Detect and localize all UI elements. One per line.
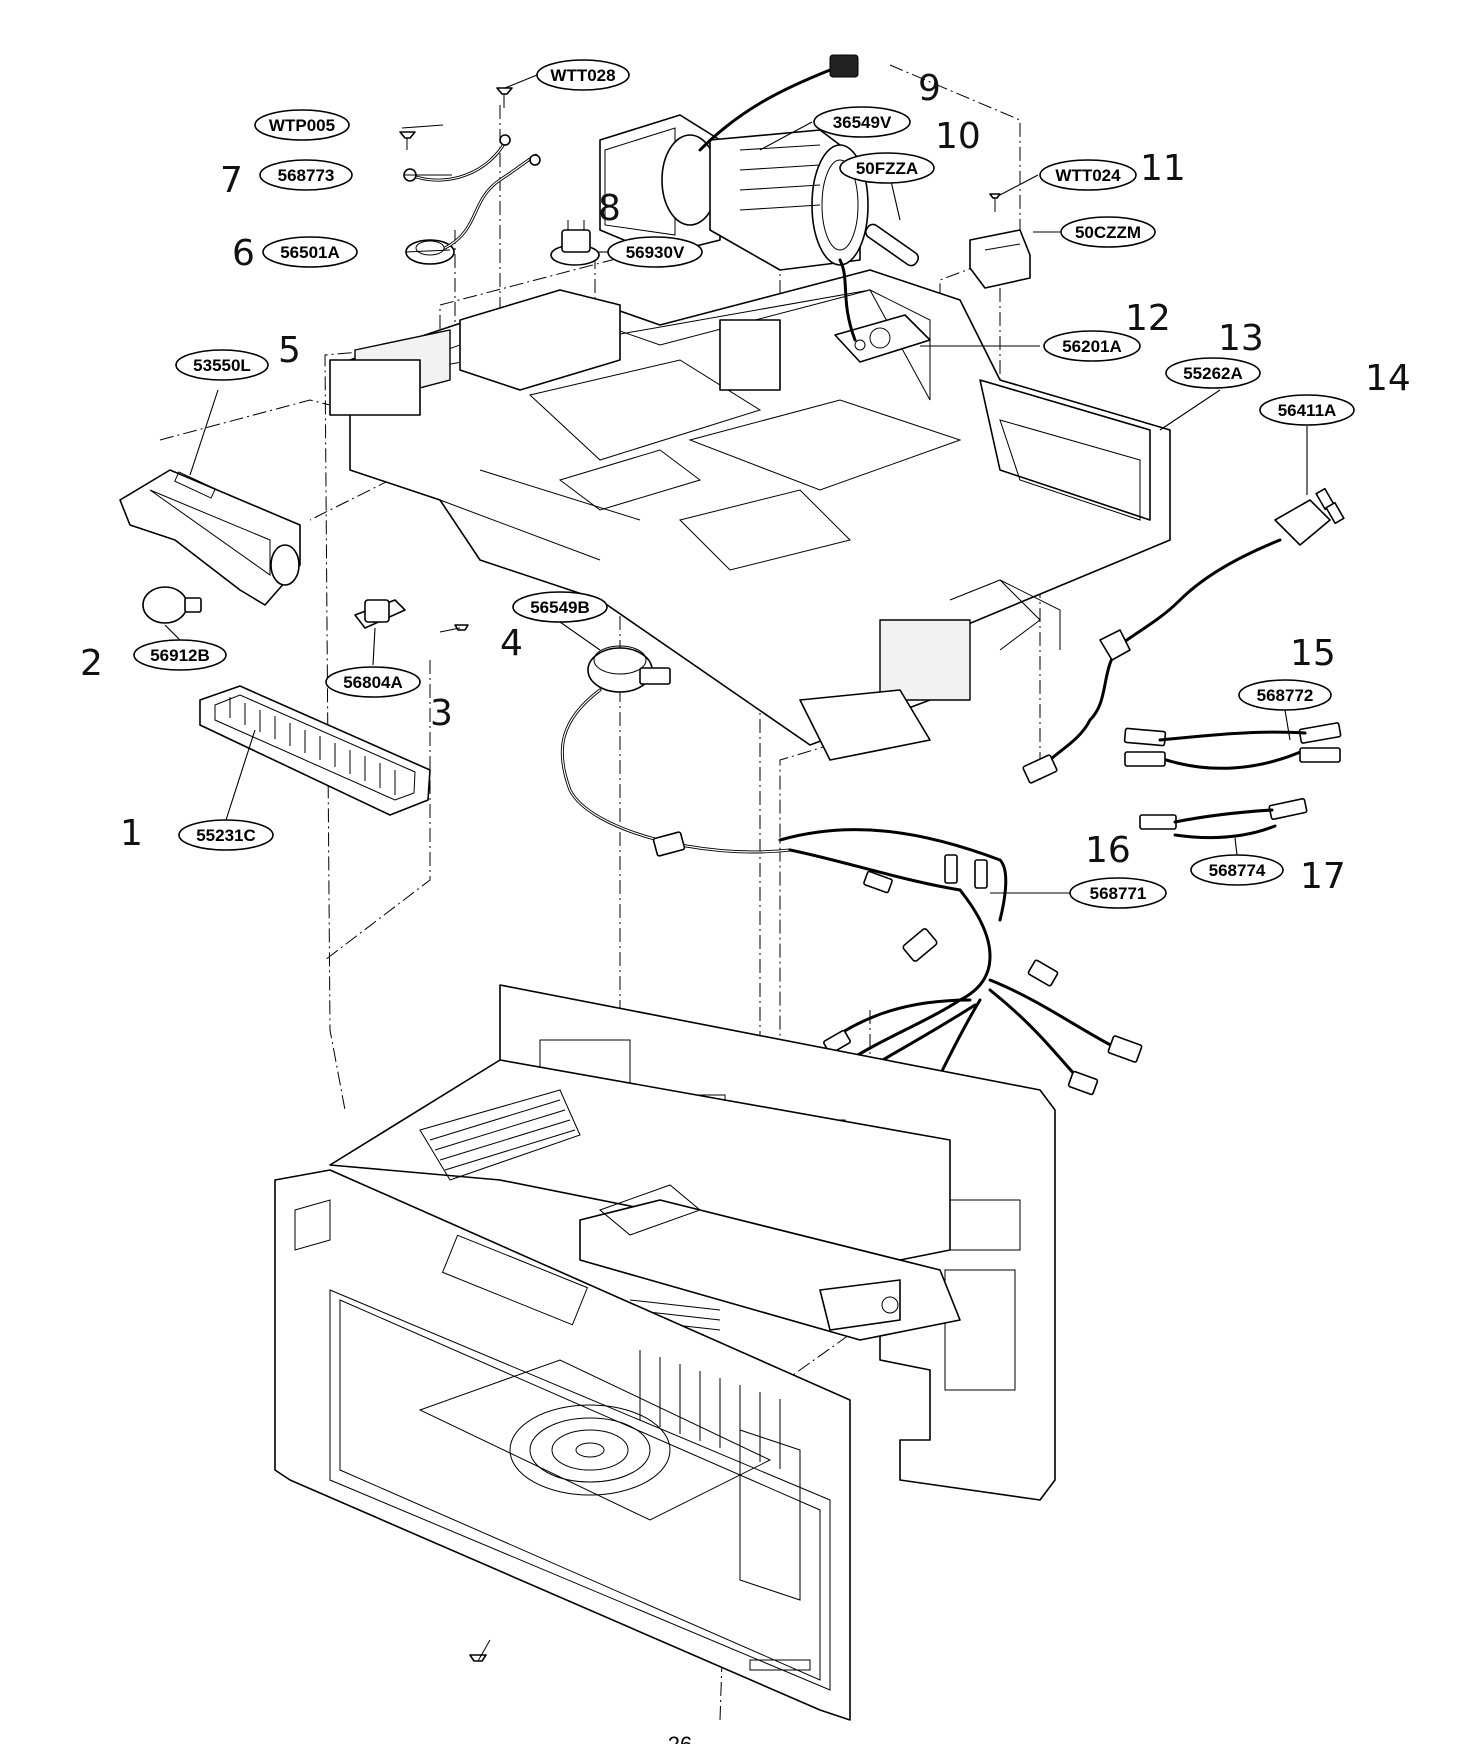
label-56501a-text: 56501A <box>280 243 340 262</box>
label-36549v: 36549V <box>813 106 911 138</box>
lamp-56912B <box>142 586 202 624</box>
label-56930v-text: 56930V <box>626 243 685 262</box>
callout-17: 17 <box>1300 856 1346 897</box>
callout-11: 11 <box>1140 148 1186 189</box>
label-56804a: 56804A <box>325 666 421 698</box>
label-wtt024-text: WTT024 <box>1055 166 1121 185</box>
label-56912b: 56912B <box>133 639 227 671</box>
thermal-protector-56501A <box>399 87 541 265</box>
label-56804a-text: 56804A <box>343 673 403 692</box>
page-number: 26 <box>668 1732 692 1744</box>
label-56201a: 56201A <box>1043 330 1141 362</box>
callout-3: 3 <box>430 693 453 734</box>
label-56411a: 56411A <box>1259 394 1355 426</box>
label-55262a-text: 55262A <box>1183 364 1243 383</box>
label-50fzza: 50FZZA <box>839 152 935 184</box>
part-number-labels: WTT028 WTP005 568773 56501A 56930V 36549… <box>133 59 1355 909</box>
capacitor-50CZZM <box>969 193 1031 289</box>
callout-numbers: 1 2 3 4 5 6 7 8 9 10 11 12 13 14 15 16 1… <box>80 68 1411 897</box>
callout-4: 4 <box>500 623 523 664</box>
label-53550l: 53550L <box>175 349 269 381</box>
harness-568772 <box>1123 722 1342 770</box>
label-56549b-text: 56549B <box>530 598 590 617</box>
power-cord-56411A <box>1022 487 1345 784</box>
callout-2: 2 <box>80 643 103 684</box>
label-568773: 568773 <box>259 159 353 191</box>
label-56501a: 56501A <box>262 236 358 268</box>
callout-15: 15 <box>1290 633 1336 674</box>
label-wtt028-text: WTT028 <box>550 66 615 85</box>
callout-7: 7 <box>220 160 243 201</box>
label-53550l-text: 53550L <box>193 356 251 375</box>
label-56411a-text: 56411A <box>1278 401 1337 420</box>
callout-10: 10 <box>935 116 981 157</box>
label-50fzza-text: 50FZZA <box>856 159 918 178</box>
turntable-motor-56549B <box>560 645 792 854</box>
label-wtp005: WTP005 <box>254 109 350 141</box>
vent-grille-55231C <box>199 685 431 816</box>
label-568774-text: 568774 <box>1209 861 1266 880</box>
callout-8: 8 <box>598 188 621 229</box>
callout-1: 1 <box>120 813 143 854</box>
screw-bottom <box>469 1639 491 1662</box>
lamp-housing-53550L <box>119 469 301 606</box>
label-wtp005-text: WTP005 <box>269 116 335 135</box>
callout-13: 13 <box>1218 318 1264 359</box>
label-56549b: 56549B <box>512 591 608 623</box>
callout-14: 14 <box>1365 358 1411 399</box>
base-plate-55262A <box>329 269 1171 761</box>
callout-9: 9 <box>918 68 941 109</box>
label-568773-text: 568773 <box>278 166 335 185</box>
label-568771-text: 568771 <box>1090 884 1147 903</box>
label-56912b-text: 56912B <box>150 646 210 665</box>
harness-568774 <box>1139 797 1308 840</box>
label-50czzm-text: 50CZZM <box>1075 223 1141 242</box>
callout-12: 12 <box>1125 298 1171 339</box>
lamp-socket-56804A <box>354 599 469 633</box>
label-568772: 568772 <box>1238 679 1332 711</box>
label-55231c-text: 55231C <box>196 826 256 845</box>
callout-6: 6 <box>232 233 255 274</box>
callout-16: 16 <box>1085 830 1131 871</box>
label-56930v: 56930V <box>607 236 703 268</box>
oven-cavity-cabinet <box>274 984 1056 1721</box>
label-50czzm: 50CZZM <box>1060 216 1156 248</box>
label-55262a: 55262A <box>1165 357 1261 389</box>
label-36549v-text: 36549V <box>833 113 892 132</box>
thermostat-56930V <box>550 220 600 266</box>
label-55231c: 55231C <box>178 819 274 851</box>
label-568774: 568774 <box>1190 854 1284 886</box>
label-56201a-text: 56201A <box>1062 337 1122 356</box>
label-568771: 568771 <box>1069 877 1167 909</box>
fuse-50FZZA <box>864 223 920 267</box>
label-wtt028: WTT028 <box>536 59 630 91</box>
noise-filter-56201A <box>834 258 931 363</box>
label-568772-text: 568772 <box>1257 686 1314 705</box>
callout-5: 5 <box>278 330 301 371</box>
label-wtt024: WTT024 <box>1039 159 1137 191</box>
